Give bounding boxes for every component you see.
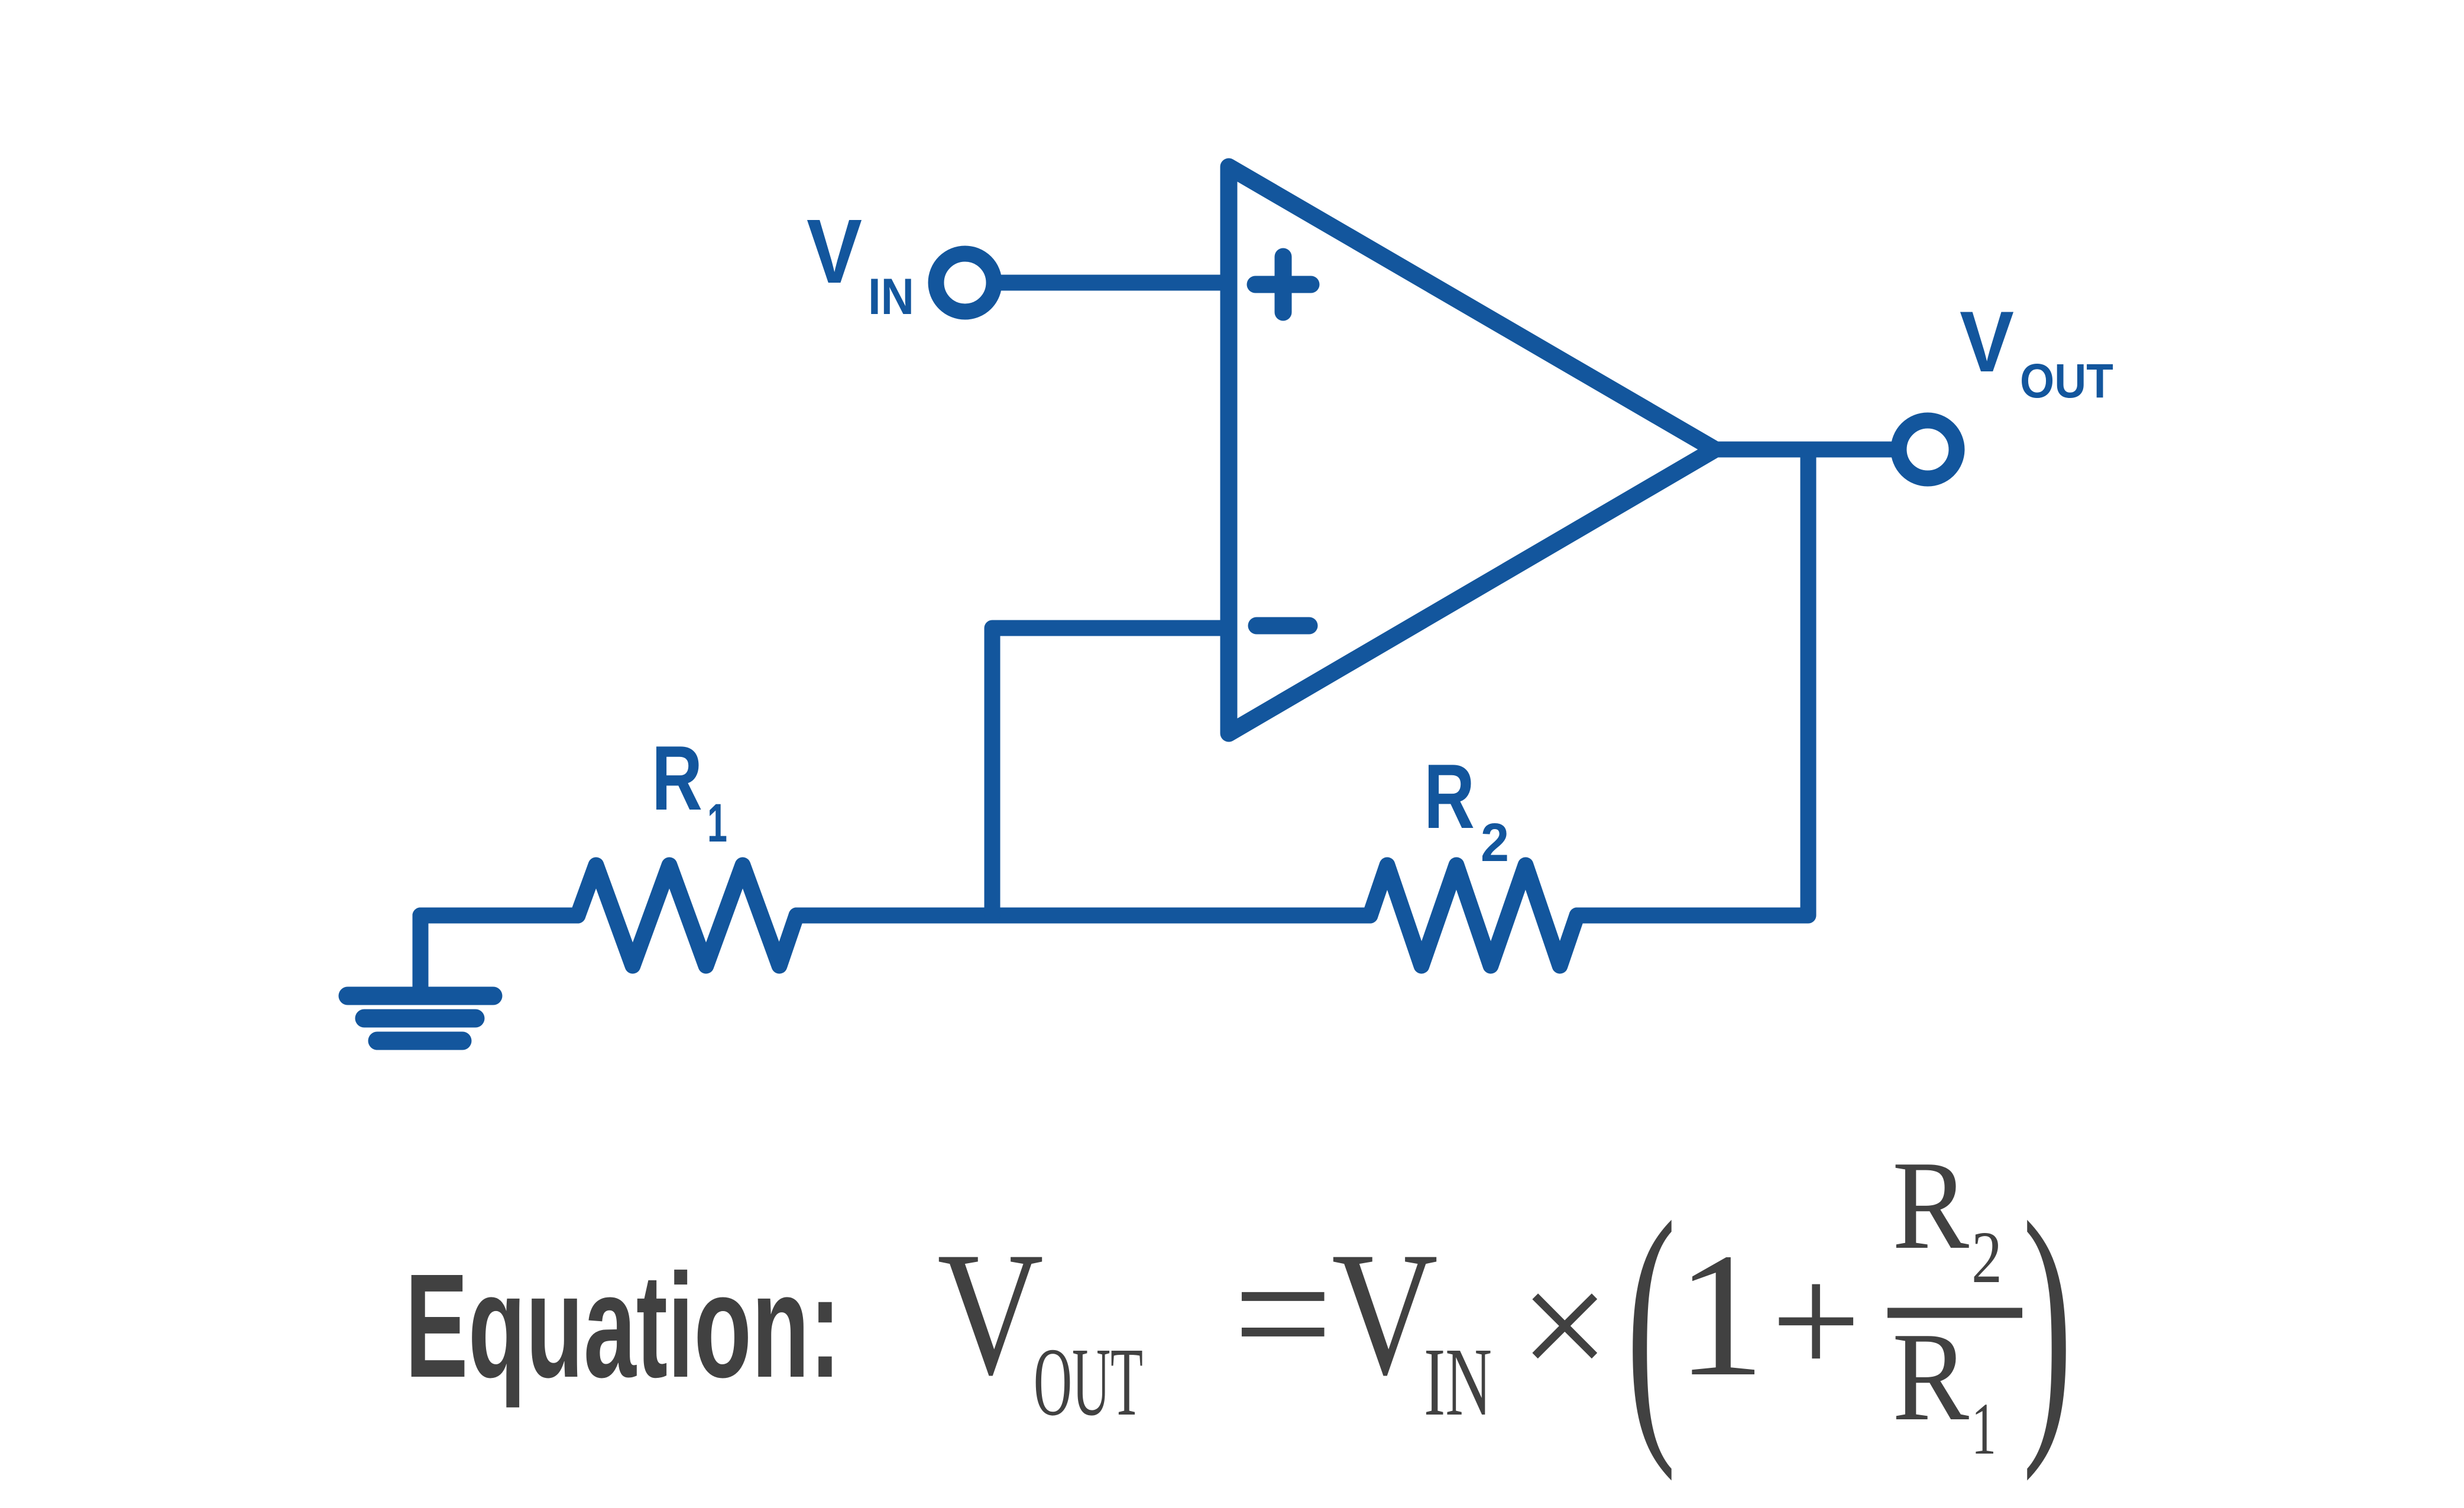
equation-close-paren: )	[2022, 1163, 2073, 1483]
output-feedback-drop-wire	[1569, 441, 1817, 924]
equation-rhs-sub: IN	[1424, 1328, 1492, 1436]
equation-fraction-denominator-sub: 1	[1971, 1389, 1996, 1470]
r1-label-sub: 1	[707, 793, 727, 853]
equation-rhs-base: V	[1332, 1215, 1438, 1412]
ground-symbol	[338, 907, 503, 1050]
vin-terminal	[928, 245, 1002, 320]
vout-label-sub: OUT	[2020, 354, 2113, 408]
r1-label-base: R	[652, 727, 702, 829]
equation-fraction-numerator-base: R	[1892, 1134, 1970, 1276]
equation-lhs-sub: OUT	[1034, 1328, 1143, 1436]
vout-terminal	[1890, 412, 1965, 487]
inverting-feedback-wire	[984, 620, 1237, 924]
opamp-plus-icon	[1246, 248, 1320, 321]
equation-fraction: R 2 R 1	[1887, 1134, 2022, 1470]
r2-label-base: R	[1424, 745, 1475, 847]
r2-label-sub: 2	[1481, 813, 1509, 873]
equation-fraction-numerator-sub: 2	[1971, 1217, 2002, 1299]
equation-times-sign: ×	[1520, 1237, 1610, 1414]
vin-label-sub: IN	[868, 268, 914, 325]
resistor-r1-zigzag	[569, 857, 805, 974]
equation-equals-sign: =	[1233, 1215, 1333, 1412]
equation-fraction-denominator-base: R	[1892, 1306, 1970, 1447]
equation-plus-sign: +	[1771, 1232, 1861, 1409]
equation-open-paren: (	[1626, 1163, 1676, 1483]
equation-lhs-base: V	[937, 1215, 1044, 1412]
resistor-r2-zigzag	[1362, 857, 1585, 974]
equation-label: Equation:	[405, 1243, 841, 1408]
equation-row: Equation: V OUT = V IN × ( 1 + R 2 R 1 )	[405, 1134, 2073, 1482]
vout-label-base: V	[1960, 293, 2014, 390]
equation-one: 1	[1676, 1216, 1765, 1413]
vin-label-base: V	[807, 200, 862, 302]
opamp-triangle	[1220, 158, 1724, 742]
